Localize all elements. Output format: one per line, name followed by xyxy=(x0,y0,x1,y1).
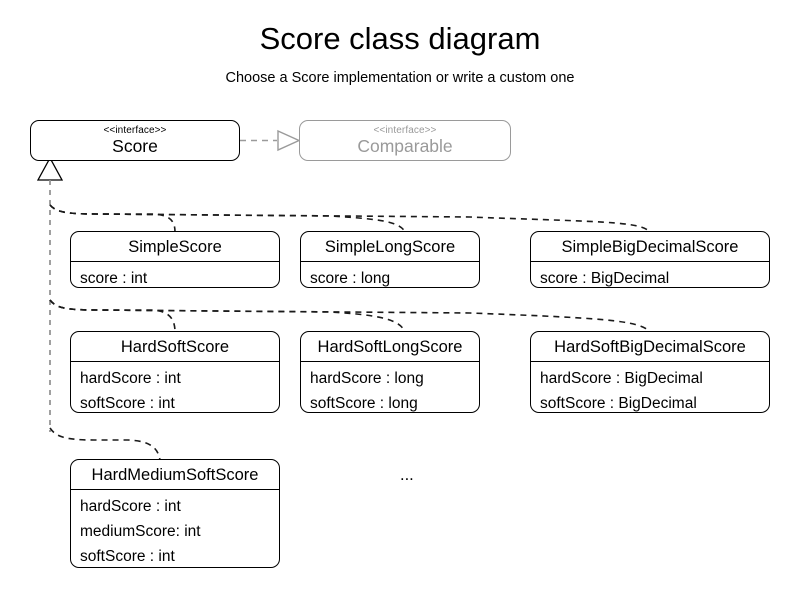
class-attributes: score : int xyxy=(71,262,279,287)
class-attribute: softScore : long xyxy=(310,395,418,412)
class-title: SimpleLongScore xyxy=(301,232,479,262)
generalization-triangle xyxy=(36,156,64,181)
class-attribute: score : int xyxy=(80,270,148,287)
class-box-hard-soft-big-decimal-score[interactable]: HardSoftBigDecimalScore hardScore : BigD… xyxy=(530,331,770,413)
page-title: Score class diagram xyxy=(259,21,541,56)
class-attribute: score : long xyxy=(310,270,391,287)
class-attribute: softScore : int xyxy=(80,395,175,412)
interface-stereotype: <<interface>> xyxy=(373,124,437,136)
interface-box-comparable[interactable]: <<interface>> Comparable xyxy=(299,120,511,161)
class-attribute: softScore : int xyxy=(80,548,175,565)
class-attributes: hardScore : int softScore : int xyxy=(71,362,279,412)
class-box-hard-medium-soft-score[interactable]: HardMediumSoftScore hardScore : int medi… xyxy=(70,459,280,568)
class-attribute: mediumScore: int xyxy=(80,523,201,540)
class-attribute: score : BigDecimal xyxy=(540,270,670,287)
interface-stereotype: <<interface>> xyxy=(103,124,167,136)
class-attributes: score : long xyxy=(301,262,479,287)
inheritance-branches-row1 xyxy=(49,204,651,233)
class-attributes: hardScore : BigDecimal softScore : BigDe… xyxy=(531,362,769,412)
class-title: HardSoftBigDecimalScore xyxy=(531,332,769,362)
class-title: SimpleScore xyxy=(71,232,279,262)
class-attribute: hardScore : BigDecimal xyxy=(540,370,703,387)
interface-box-score[interactable]: <<interface>> Score xyxy=(30,120,240,161)
interface-name: Score xyxy=(112,135,158,156)
class-attribute: softScore : BigDecimal xyxy=(540,395,697,412)
class-box-hard-soft-score[interactable]: HardSoftScore hardScore : int softScore … xyxy=(70,331,280,413)
class-box-hard-soft-long-score[interactable]: HardSoftLongScore hardScore : long softS… xyxy=(300,331,480,413)
class-title: HardSoftScore xyxy=(71,332,279,362)
class-attributes: hardScore : int mediumScore: int softSco… xyxy=(71,490,279,567)
more-classes-ellipsis: ... xyxy=(400,466,414,484)
class-box-simple-score[interactable]: SimpleScore score : int xyxy=(70,231,280,288)
inheritance-branches-row2 xyxy=(49,299,651,333)
class-title: HardSoftLongScore xyxy=(301,332,479,362)
class-attributes: score : BigDecimal xyxy=(531,262,769,287)
class-box-simple-big-decimal-score[interactable]: SimpleBigDecimalScore score : BigDecimal xyxy=(530,231,770,288)
class-title: SimpleBigDecimalScore xyxy=(531,232,769,262)
class-attribute: hardScore : long xyxy=(310,370,424,387)
class-attribute: hardScore : int xyxy=(80,498,181,515)
class-attributes: hardScore : long softScore : long xyxy=(301,362,479,412)
realization-score-to-comparable xyxy=(240,129,301,152)
inheritance-branch-row3 xyxy=(49,427,161,461)
page-subtitle: Choose a Score implementation or write a… xyxy=(225,70,575,86)
class-title: HardMediumSoftScore xyxy=(71,460,279,490)
class-box-simple-long-score[interactable]: SimpleLongScore score : long xyxy=(300,231,480,288)
interface-name: Comparable xyxy=(357,135,453,156)
class-attribute: hardScore : int xyxy=(80,370,181,387)
